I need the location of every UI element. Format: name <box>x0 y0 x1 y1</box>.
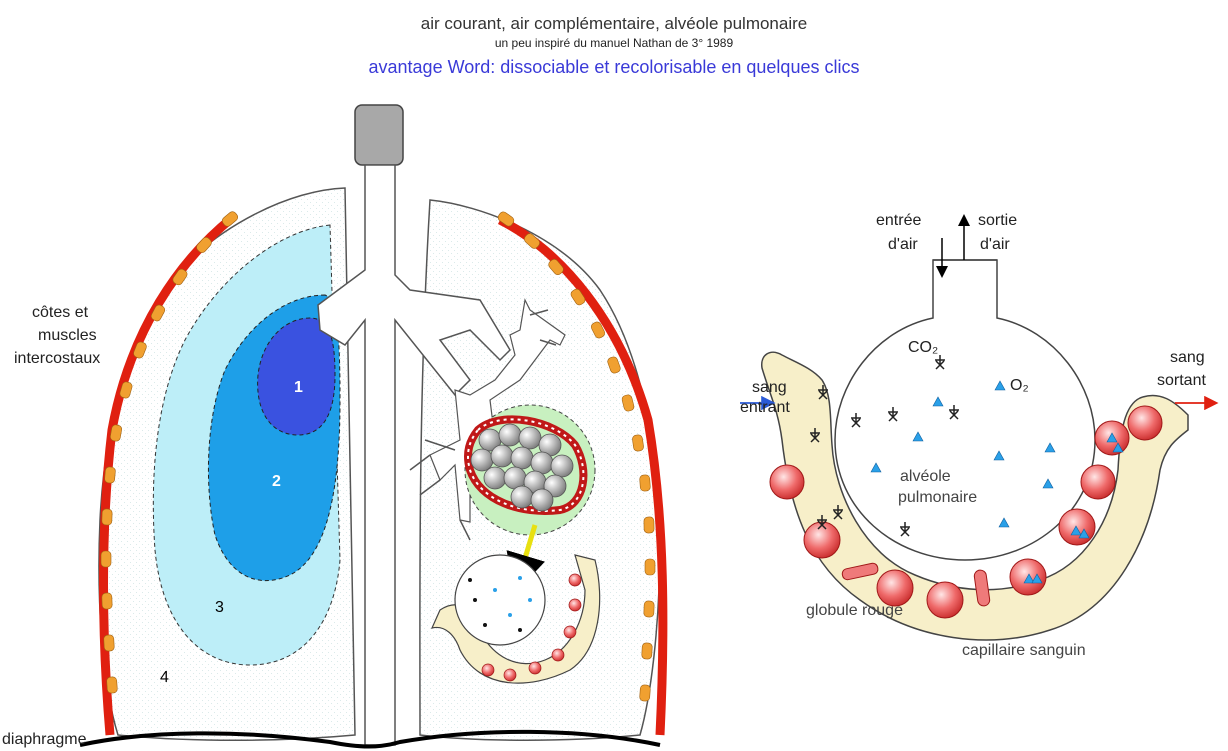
alveolar-sac <box>835 260 1095 560</box>
ribs-label-3: intercostaux <box>14 350 100 367</box>
zone-4-label: 4 <box>160 669 169 686</box>
air-in-label-1: entrée <box>876 212 921 229</box>
o2-label: O₂ <box>1010 377 1029 394</box>
trachea-top <box>355 105 403 165</box>
blood-in-label-2: entrant <box>740 399 790 416</box>
alveolus-detail: entrée d'air sortie d'air CO₂ O₂ sang en… <box>740 212 1215 659</box>
air-out-label-1: sortie <box>978 212 1017 229</box>
ribs-label-1: côtes et <box>32 304 89 321</box>
alveole-label-1: alvéole <box>900 468 951 485</box>
capillary-label: capillaire sanguin <box>962 642 1086 659</box>
blood-out-label-1: sang <box>1170 349 1205 366</box>
co2-label: CO₂ <box>908 339 938 356</box>
blood-in-label-1: sang <box>752 379 787 396</box>
red-cell-label: globule rouge <box>806 602 903 619</box>
air-out-label-2: d'air <box>980 236 1010 253</box>
air-in-label-2: d'air <box>888 236 918 253</box>
zone-1-label: 1 <box>294 379 303 396</box>
alveole-label-2: pulmonaire <box>898 489 977 506</box>
left-lung: 1 2 3 4 <box>99 188 355 740</box>
blood-out-label-2: sortant <box>1157 372 1206 389</box>
ribs-label-2: muscles <box>38 327 97 344</box>
diaphragm-label: diaphragme <box>2 731 87 748</box>
zone-3-label: 3 <box>215 599 224 616</box>
zone-2-label: 2 <box>272 473 281 490</box>
